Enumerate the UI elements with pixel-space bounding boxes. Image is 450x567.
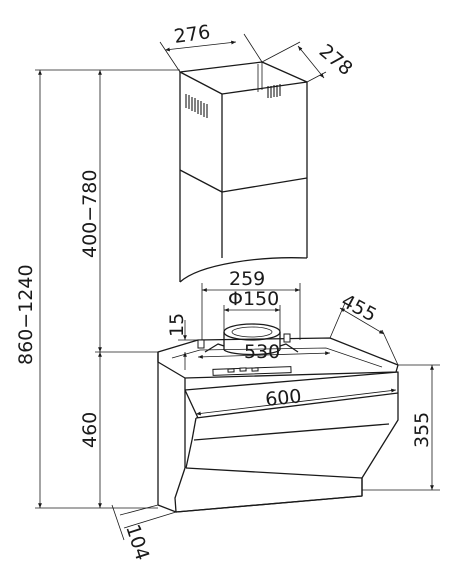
label-total-height: 860−1240 xyxy=(15,264,37,365)
label-outlet-diameter: Φ150 xyxy=(228,288,279,310)
mounting-bracket-left xyxy=(197,339,205,349)
dimension-lines xyxy=(35,33,440,541)
vent-slots-left xyxy=(185,94,208,118)
glass-band-3 xyxy=(185,467,363,479)
mounting-bracket-right xyxy=(283,333,291,343)
vent-slots-right xyxy=(267,84,281,98)
label-chimney-height: 400−780 xyxy=(79,170,101,258)
label-chimney-width: 276 xyxy=(173,21,212,48)
chimney xyxy=(179,61,308,283)
label-front-width: 600 xyxy=(264,385,302,411)
hood-top-plate xyxy=(157,337,399,379)
label-offset-top: 15 xyxy=(166,313,188,337)
label-body-height: 460 xyxy=(79,412,101,448)
glass-band-2 xyxy=(193,423,390,441)
chimney-seam xyxy=(179,169,308,193)
label-outlet-span: 259 xyxy=(229,268,265,290)
chimney-bottom-curve xyxy=(179,257,308,283)
label-top-width: 530 xyxy=(244,341,280,363)
dimension-labels: 276 278 860−1240 400−780 460 259 Φ150 15… xyxy=(15,21,433,563)
label-body-depth: 455 xyxy=(338,290,380,326)
chimney-top-face xyxy=(179,61,308,95)
label-bottom-depth: 104 xyxy=(121,522,153,563)
label-front-height: 355 xyxy=(411,412,433,448)
